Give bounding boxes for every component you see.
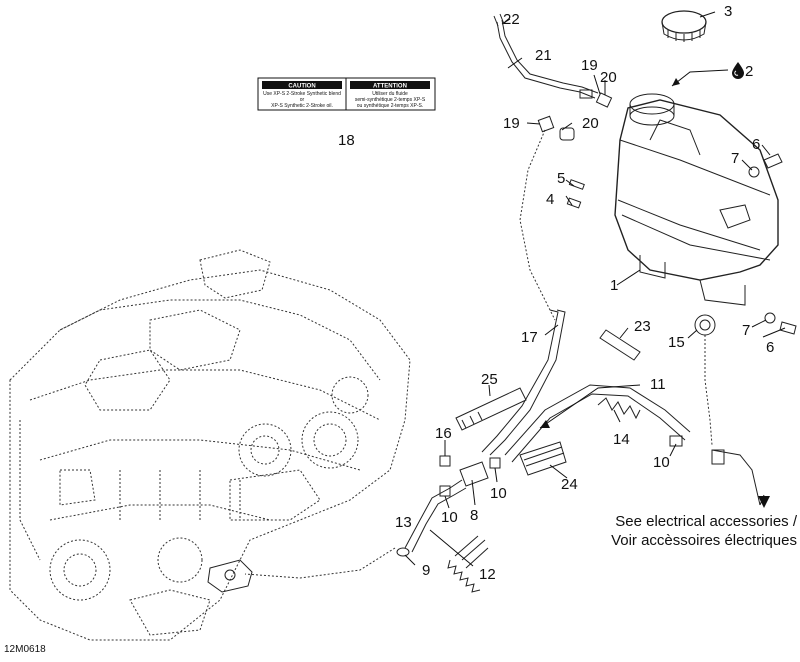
callout-10-left: 10 <box>441 509 458 526</box>
decal-left-line1: Use XP-S 2-Stroke Synthetic blend <box>263 91 341 97</box>
callout-labels: 1 2 3 4 5 6 6 7 7 8 9 10 10 10 11 12 13 … <box>338 3 774 583</box>
callout-1: 1 <box>610 277 618 294</box>
callout-19-upper: 19 <box>581 57 598 74</box>
callout-7-lower: 7 <box>742 322 750 339</box>
callout-3: 3 <box>724 3 732 20</box>
hoses <box>244 13 761 579</box>
callout-6-upper: 6 <box>752 136 760 153</box>
callout-8: 8 <box>470 507 478 524</box>
callout-10-middle: 10 <box>490 485 507 502</box>
callout-17: 17 <box>521 329 538 346</box>
callout-13: 13 <box>395 514 412 531</box>
callout-20-upper: 20 <box>600 69 617 86</box>
decal-right-title: ATTENTION <box>373 84 407 90</box>
callout-11: 11 <box>650 376 666 393</box>
decal-right-line1: Utiliser du fluide <box>372 91 408 97</box>
callout-22: 22 <box>503 11 520 28</box>
decal-left-line2: or <box>300 97 305 103</box>
callout-21: 21 <box>535 47 552 64</box>
springs <box>447 387 641 593</box>
callout-19-lower: 19 <box>503 115 520 132</box>
callout-7-upper: 7 <box>731 150 739 167</box>
callout-20-lower: 20 <box>582 115 599 132</box>
leader-lines <box>404 11 786 567</box>
callout-14: 14 <box>613 431 630 448</box>
oil-cap <box>661 10 707 42</box>
decal-left-title: CAUTION <box>288 84 315 90</box>
callout-5: 5 <box>557 170 565 187</box>
callout-6-lower: 6 <box>766 339 774 356</box>
note-line-french: Voir accèssoires électriques <box>611 532 797 549</box>
oil-tank <box>614 93 779 306</box>
note-line-english: See electrical accessories / <box>615 513 797 530</box>
decal-left-line3: XP-S Synthetic 2-Stroke oil. <box>271 103 333 109</box>
callout-2: 2 <box>745 63 753 80</box>
decal-right-line2: semi-synthétique 2-temps XP-S <box>355 97 426 103</box>
callout-25: 25 <box>481 371 498 388</box>
engine-drawing <box>9 249 411 641</box>
decal-right-line3: ou synthétique 2-temps XP-S. <box>357 103 423 109</box>
callout-23: 23 <box>634 318 651 335</box>
warning-decal: CAUTION ATTENTION Use XP-S 2-Stroke Synt… <box>257 77 436 111</box>
callout-16: 16 <box>435 425 452 442</box>
callout-12: 12 <box>479 566 496 583</box>
callout-18: 18 <box>338 132 355 149</box>
electrical-accessories-note: See electrical accessories / Voir accèss… <box>560 512 797 550</box>
drawing-code: 12M0618 <box>4 644 46 655</box>
callout-9: 9 <box>422 562 430 579</box>
callout-15: 15 <box>668 334 685 351</box>
oil-drop-icon <box>732 62 744 79</box>
callout-10-right: 10 <box>653 454 670 471</box>
callout-4: 4 <box>546 191 554 208</box>
callout-24: 24 <box>561 476 578 493</box>
